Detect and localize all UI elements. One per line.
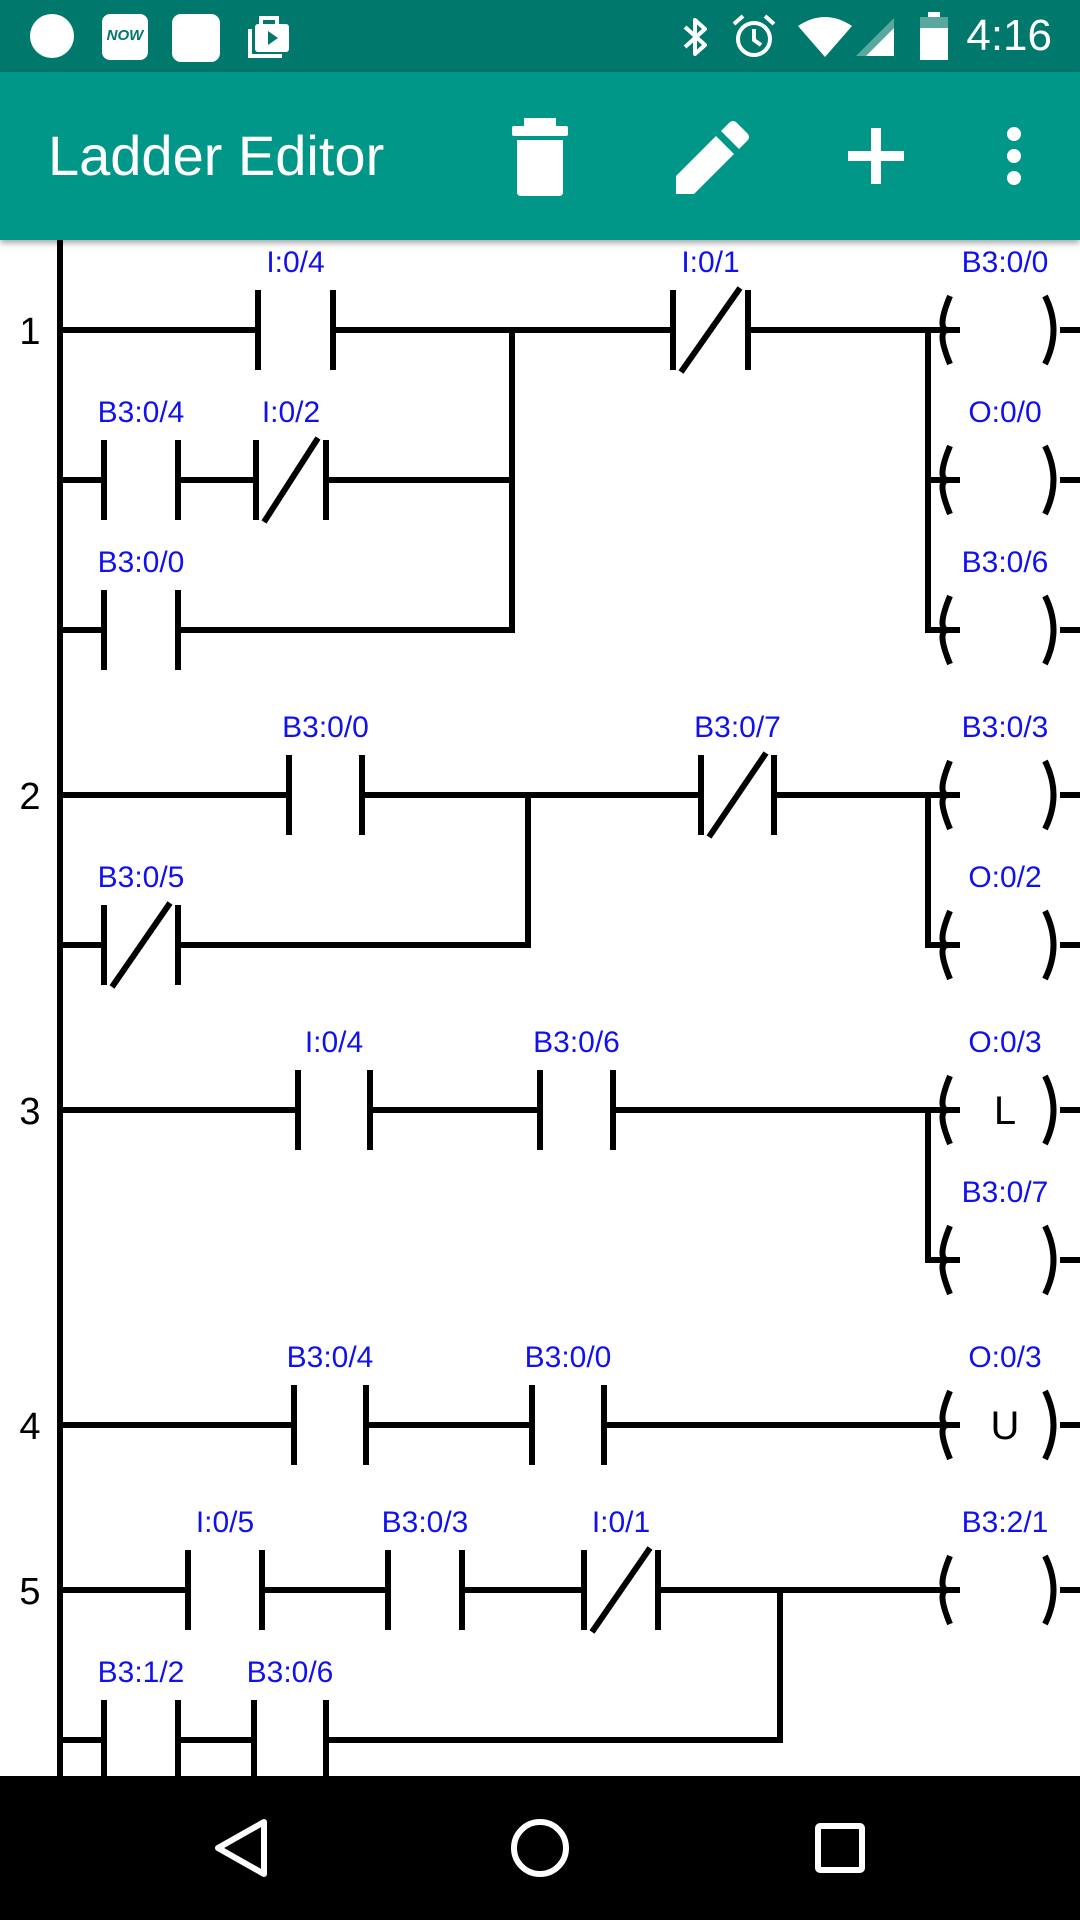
now-icon-text: NOW [106, 27, 144, 44]
edit-button[interactable] [660, 108, 756, 204]
coil-left-paren[interactable] [939, 1389, 960, 1461]
coil-right-paren[interactable] [1042, 594, 1057, 666]
now-icon: NOW [102, 14, 148, 60]
rung-number: 4 [19, 1406, 40, 1448]
coil-left-paren[interactable] [939, 444, 960, 516]
coil-right-paren[interactable] [1042, 909, 1057, 981]
coil-label: B3:0/0 [962, 246, 1049, 279]
home-icon [511, 1819, 569, 1877]
add-icon [848, 128, 904, 184]
contact-label: B3:0/0 [525, 1341, 612, 1374]
recents-button[interactable] [788, 1796, 892, 1900]
coil-right-paren[interactable] [1042, 1554, 1057, 1626]
app-bar: Ladder Editor [0, 72, 1080, 240]
add-button[interactable] [828, 108, 924, 204]
contact-label: B3:0/0 [282, 711, 369, 744]
battery-icon [920, 12, 948, 60]
coil-label: B3:0/3 [962, 711, 1049, 744]
more-options-button[interactable] [966, 108, 1062, 204]
coil-left-paren[interactable] [939, 1554, 960, 1626]
rung-number: 5 [19, 1571, 40, 1613]
contact-label: B3:0/6 [247, 1656, 334, 1689]
coil-right-paren[interactable] [1042, 1224, 1057, 1296]
coil-label: O:0/0 [968, 396, 1041, 429]
coil-label: B3:0/7 [962, 1176, 1049, 1209]
contact-label: B3:0/7 [694, 711, 781, 744]
home-button[interactable] [488, 1796, 592, 1900]
coil-label: B3:0/6 [962, 546, 1049, 579]
square-icon [172, 14, 220, 62]
contact-label: I:0/1 [681, 246, 739, 279]
contact-label: B3:1/2 [98, 1656, 185, 1689]
recents-icon [815, 1823, 865, 1873]
coil-left-paren[interactable] [939, 1224, 960, 1296]
contact-label: I:0/5 [196, 1506, 254, 1539]
status-time: 4:16 [966, 11, 1052, 60]
contact-label: B3:0/6 [533, 1026, 620, 1059]
contact-label: I:0/1 [592, 1506, 650, 1539]
coil-left-paren[interactable] [939, 594, 960, 666]
status-bar: NOW 4:16 [0, 0, 1080, 72]
coil-left-paren[interactable] [939, 294, 960, 366]
coil-label: B3:2/1 [962, 1506, 1049, 1539]
circle-icon [30, 14, 74, 58]
coil-letter: L [994, 1089, 1016, 1133]
contact-label: B3:0/4 [98, 396, 185, 429]
coil-label: O:0/3 [968, 1341, 1041, 1374]
contact-label: I:0/2 [262, 396, 320, 429]
coil-letter: U [991, 1404, 1020, 1448]
contact-nc-slash [589, 1546, 653, 1634]
contact-nc-slash [706, 751, 769, 839]
contact-nc-slash [261, 436, 321, 524]
back-button[interactable] [188, 1796, 292, 1900]
contact-label: B3:0/5 [98, 861, 185, 894]
coil-right-paren[interactable] [1042, 1389, 1057, 1461]
back-icon [215, 1819, 267, 1877]
contact-label: I:0/4 [266, 246, 324, 279]
wifi-icon [798, 17, 852, 57]
briefcase-play-icon [248, 16, 289, 58]
rung-number: 3 [19, 1091, 40, 1133]
contact-label: I:0/4 [305, 1026, 363, 1059]
coil-right-paren[interactable] [1042, 294, 1057, 366]
more-vert-icon [1007, 127, 1021, 185]
contact-label: B3:0/0 [98, 546, 185, 579]
signal-icon [856, 18, 894, 56]
coil-left-paren[interactable] [939, 1074, 960, 1146]
contact-nc-slash [678, 286, 743, 374]
contact-label: B3:0/4 [287, 1341, 374, 1374]
delete-button[interactable] [492, 108, 588, 204]
contact-label: B3:0/3 [382, 1506, 469, 1539]
app-title: Ladder Editor [48, 124, 385, 187]
coil-right-paren[interactable] [1042, 759, 1057, 831]
alarm-icon [732, 14, 776, 57]
rung-number: 2 [19, 776, 40, 818]
coil-label: O:0/3 [968, 1026, 1041, 1059]
coil-left-paren[interactable] [939, 759, 960, 831]
edit-icon [676, 121, 749, 194]
coil-right-paren[interactable] [1042, 444, 1057, 516]
coil-left-paren[interactable] [939, 909, 960, 981]
bluetooth-icon [683, 18, 707, 56]
coil-label: O:0/2 [968, 861, 1041, 894]
delete-icon [512, 118, 568, 196]
rung-number: 1 [19, 311, 40, 353]
navigation-bar [0, 1776, 1080, 1920]
coil-right-paren[interactable] [1042, 1074, 1057, 1146]
contact-nc-slash [109, 901, 173, 989]
